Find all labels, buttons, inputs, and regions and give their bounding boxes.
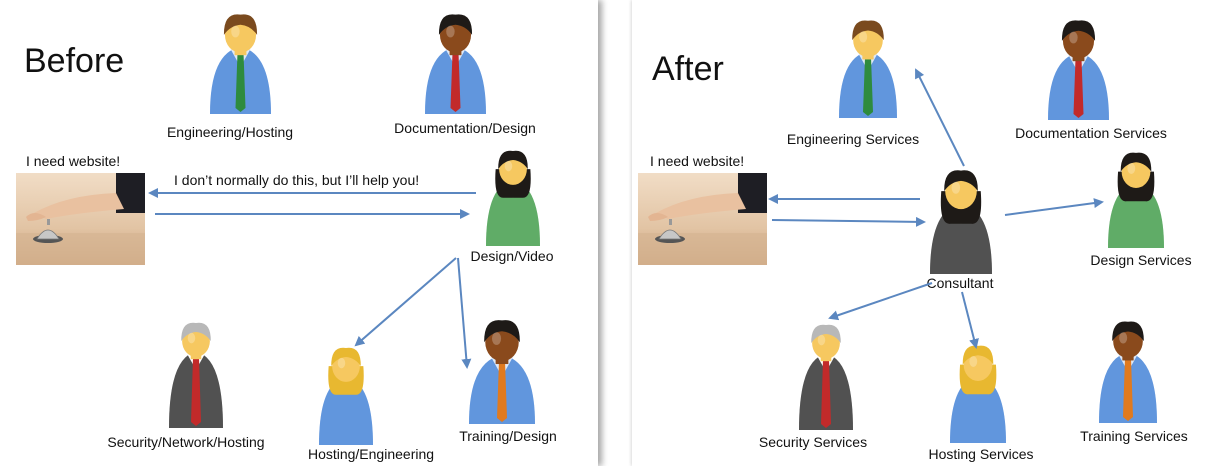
consultant-person-icon [928,168,994,279]
after-request-label: I need website! [650,153,745,169]
hosting-services-person-icon [948,343,1008,448]
person-figure-icon [1108,152,1164,248]
service-bell-photo-after [638,173,767,265]
engineering-services-label: Engineering Services [786,131,920,147]
design-video-label: Design/Video [470,248,554,264]
documentation-design-label: Documentation/Design [394,120,536,136]
before-request-label: I need website! [26,153,121,169]
person-figure-icon [799,324,853,430]
training-design-label: Training/Design [459,428,557,444]
person-figure-icon [486,150,540,246]
security-network-hosting-label: Security/Network/Hosting [107,434,265,450]
before-reply-label: I don’t normally do this, but I’ll help … [174,172,420,188]
consultant-to-security-arrow [828,282,933,321]
service-bell-photo [16,173,145,265]
after-panel: After I need website! Engineering Servic… [632,0,1213,466]
documentation-design-person-icon [423,12,488,119]
after-title: After [652,50,724,88]
hosting-engineering-person-icon [317,345,375,450]
consultant-to-engineering-arrow [915,68,965,167]
person-figure-icon [950,345,1006,443]
training-services-person-icon [1097,319,1159,428]
person-figure-icon [839,20,897,118]
person-figure-icon [319,347,373,445]
consultant-to-design-arrow [1004,198,1104,216]
security-services-label: Security Services [758,434,868,450]
hosting-engineering-label: Hosting/Engineering [307,446,435,462]
training-design-person-icon [467,318,537,429]
design-services-label: Design Services [1090,252,1192,268]
person-figure-icon [169,322,223,428]
engineering-hosting-person-icon [208,12,273,119]
engineering-services-person-icon [837,18,899,123]
engineering-hosting-label: Engineering/Hosting [166,124,294,140]
client-to-consultant-arrow [771,216,926,227]
before-title: Before [24,42,125,80]
person-figure-icon [469,320,535,424]
service-bell-hand-image [16,173,145,265]
documentation-services-label: Documentation Services [1015,125,1167,141]
design-to-hosting-arrow [354,257,457,347]
person-figure-icon [210,14,271,115]
before-panel: Before I need website! I don’t normally … [0,0,598,466]
documentation-services-person-icon [1046,18,1111,125]
consultant-to-hosting-arrow [961,291,979,349]
design-video-person-icon [484,148,542,251]
person-figure-icon [930,170,992,274]
person-figure-icon [425,14,486,115]
security-services-person-icon [797,322,855,435]
person-figure-icon [1048,20,1109,121]
consultant-label: Consultant [926,275,994,291]
person-figure-icon [1099,321,1157,423]
service-bell-hand-image-after [638,173,767,265]
training-services-label: Training Services [1080,428,1188,444]
hosting-services-label: Hosting Services [928,446,1034,462]
security-network-hosting-person-icon [167,320,225,433]
design-to-training-arrow [457,257,472,369]
design-services-person-icon [1106,150,1166,253]
